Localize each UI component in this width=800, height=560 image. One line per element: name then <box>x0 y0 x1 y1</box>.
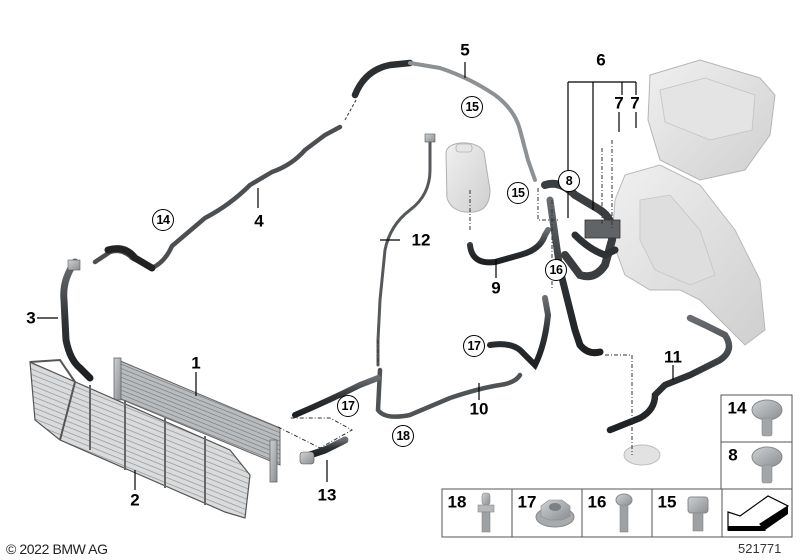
torx-bolt-16-icon <box>615 493 633 533</box>
line-4-dash <box>344 99 357 121</box>
hose-3-connector <box>67 259 81 271</box>
cap-screw-15-icon <box>687 496 709 532</box>
part-label-3: 3 <box>26 308 36 328</box>
hose-lower-left <box>292 375 381 418</box>
dashed-leaders <box>277 140 633 455</box>
hose-13 <box>306 436 349 459</box>
stud-bolt-18-icon <box>477 492 495 533</box>
part-label-6: 6 <box>596 50 606 70</box>
part-label-12: 12 <box>411 230 431 250</box>
fastener-number-17: 17 <box>517 492 537 512</box>
ghost-component-housing <box>611 59 776 466</box>
fastener-number-8: 8 <box>728 445 738 465</box>
radiator-frame <box>29 358 251 519</box>
hose-main-down <box>546 196 604 357</box>
hose-9 <box>467 227 551 266</box>
part-label-1: 1 <box>191 353 201 373</box>
hose-11 <box>606 314 733 434</box>
part-label-7-right: 7 <box>630 93 640 113</box>
torx-screw-14-icon <box>751 399 783 437</box>
callout-14: 14 <box>152 209 174 231</box>
hose-10 <box>375 367 523 419</box>
line-5 <box>408 61 537 182</box>
part-label-4: 4 <box>254 211 264 231</box>
line-4-end-hose <box>351 59 414 99</box>
part-label-13: 13 <box>317 485 337 505</box>
callout-17-left: 17 <box>337 395 359 417</box>
callout-8: 8 <box>558 170 580 192</box>
radiator <box>113 357 281 483</box>
part-label-9: 9 <box>491 278 501 298</box>
hose-10-upper <box>487 295 552 371</box>
callout-16: 16 <box>545 259 567 281</box>
fastener-number-16: 16 <box>587 492 607 512</box>
callout-18: 18 <box>392 425 414 447</box>
part-label-5: 5 <box>460 40 470 60</box>
part-label-2: 2 <box>130 490 140 510</box>
copyright-notice: © 2022 BMW AG <box>6 541 108 557</box>
callout-17-right: 17 <box>463 335 485 357</box>
hose-3 <box>60 258 94 382</box>
expansion-tank <box>445 142 491 213</box>
callout-15-upper: 15 <box>461 96 483 118</box>
flange-nut-17-icon <box>535 499 575 528</box>
fastener-number-15: 15 <box>657 492 677 512</box>
diagram-number: 521771 <box>738 541 782 556</box>
callout-15-lower: 15 <box>507 182 529 204</box>
part-label-7-left: 7 <box>614 93 624 113</box>
fastener-number-18: 18 <box>447 492 467 512</box>
line-4 <box>92 124 343 271</box>
line-12 <box>376 138 432 367</box>
torx-screw-8-icon <box>751 446 783 484</box>
part-label-10: 10 <box>469 399 489 419</box>
fastener-number-14: 14 <box>727 398 747 418</box>
direction-arrow-icon <box>727 495 790 531</box>
line-4-hose-section <box>104 245 156 272</box>
label-leaders <box>37 62 674 490</box>
hose-13-elbow <box>299 451 315 465</box>
line-12-connector <box>424 133 436 143</box>
part-label-11: 11 <box>664 347 682 367</box>
